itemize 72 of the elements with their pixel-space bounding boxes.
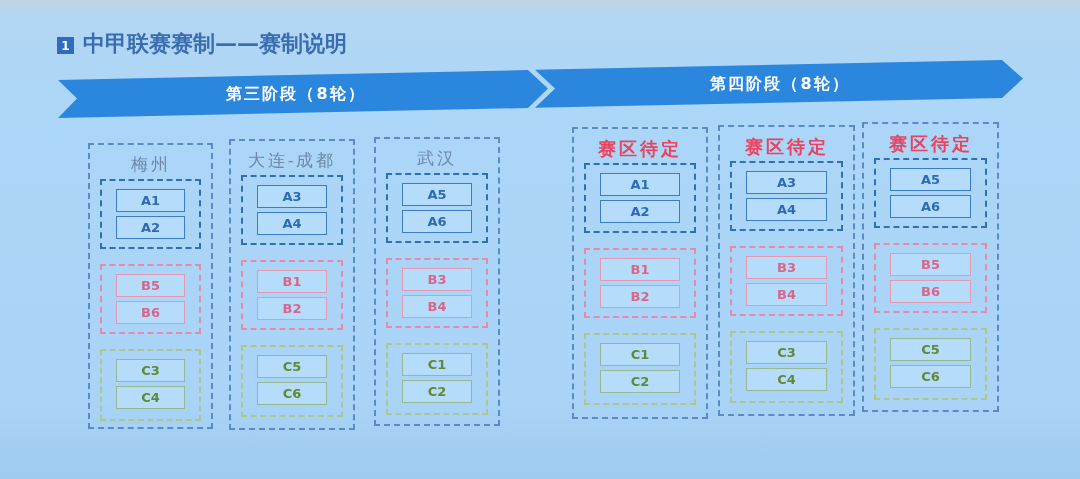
group-frame bbox=[730, 161, 843, 231]
group-frame bbox=[584, 248, 696, 318]
stage-arrow-band bbox=[58, 70, 548, 118]
team-slot: C1 bbox=[600, 343, 680, 366]
group-frame bbox=[584, 163, 696, 233]
group-frame bbox=[100, 349, 201, 421]
team-slot: A3 bbox=[257, 185, 327, 208]
venue-column bbox=[718, 125, 855, 416]
team-slot: B4 bbox=[402, 295, 472, 318]
venue-column bbox=[572, 127, 708, 419]
team-slot: C4 bbox=[746, 368, 827, 391]
team-slot: C6 bbox=[890, 365, 971, 388]
group-frame bbox=[874, 328, 987, 400]
team-slot: B6 bbox=[890, 280, 971, 303]
team-slot: C4 bbox=[116, 386, 185, 409]
team-slot: A2 bbox=[600, 200, 680, 223]
team-slot: C5 bbox=[890, 338, 971, 361]
team-slot: C6 bbox=[257, 382, 327, 405]
section-number: 1 bbox=[57, 37, 74, 54]
venue-heading: 梅州 bbox=[130, 156, 171, 173]
venue-column bbox=[88, 143, 213, 429]
team-slot: B1 bbox=[257, 270, 327, 293]
team-slot: A5 bbox=[402, 183, 472, 206]
team-slot: B2 bbox=[257, 297, 327, 320]
group-frame bbox=[386, 173, 488, 243]
team-slot: C5 bbox=[257, 355, 327, 378]
venue-heading: 大连-成都 bbox=[247, 152, 337, 169]
team-slot: A4 bbox=[746, 198, 827, 221]
team-slot: B4 bbox=[746, 283, 827, 306]
group-frame bbox=[874, 243, 987, 313]
group-frame bbox=[874, 158, 987, 228]
team-slot: A5 bbox=[890, 168, 971, 191]
group-frame bbox=[730, 246, 843, 316]
team-slot: B3 bbox=[402, 268, 472, 291]
team-slot: C3 bbox=[746, 341, 827, 364]
team-slot: C2 bbox=[600, 370, 680, 393]
venue-heading: 赛区待定 bbox=[888, 135, 973, 153]
stage-label: 第四阶段（8轮） bbox=[710, 75, 850, 92]
venue-column bbox=[374, 137, 500, 426]
stage-arrow-band bbox=[535, 60, 1023, 108]
team-slot: B1 bbox=[600, 258, 680, 281]
team-slot: B6 bbox=[116, 301, 185, 324]
slide-title: 中甲联赛赛制——赛制说明 bbox=[83, 33, 347, 55]
group-frame bbox=[241, 260, 343, 330]
venue-heading: 赛区待定 bbox=[598, 140, 682, 158]
stage-label: 第三阶段（8轮） bbox=[226, 86, 366, 102]
venue-column bbox=[862, 122, 999, 412]
group-frame bbox=[100, 264, 201, 334]
venue-heading: 赛区待定 bbox=[744, 138, 829, 156]
venue-column bbox=[229, 139, 355, 430]
team-slot: C2 bbox=[402, 380, 472, 403]
team-slot: A3 bbox=[746, 171, 827, 194]
group-frame bbox=[100, 179, 201, 249]
team-slot: C3 bbox=[116, 359, 185, 382]
team-slot: A6 bbox=[402, 210, 472, 233]
group-frame bbox=[241, 175, 343, 245]
group-frame bbox=[584, 333, 696, 405]
group-frame bbox=[386, 258, 488, 328]
team-slot: A2 bbox=[116, 216, 185, 239]
venue-heading: 武汉 bbox=[417, 150, 457, 167]
group-frame bbox=[241, 345, 343, 417]
team-slot: B3 bbox=[746, 256, 827, 279]
group-frame bbox=[730, 331, 843, 403]
team-slot: C1 bbox=[402, 353, 472, 376]
team-slot: B5 bbox=[116, 274, 185, 297]
team-slot: A1 bbox=[116, 189, 185, 212]
team-slot: B2 bbox=[600, 285, 680, 308]
group-frame bbox=[386, 343, 488, 415]
team-slot: A1 bbox=[600, 173, 680, 196]
team-slot: A6 bbox=[890, 195, 971, 218]
team-slot: B5 bbox=[890, 253, 971, 276]
team-slot: A4 bbox=[257, 212, 327, 235]
